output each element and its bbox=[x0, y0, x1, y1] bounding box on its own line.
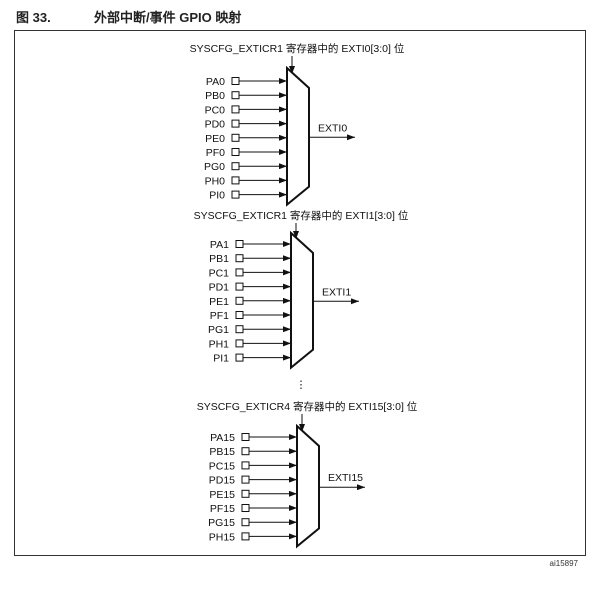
pin-box bbox=[231, 176, 240, 185]
input-pin-label: PE1 bbox=[209, 296, 229, 308]
output-label: EXTI1 bbox=[322, 286, 351, 298]
input-pin-label: PI0 bbox=[209, 190, 225, 202]
input-pin-label: PC15 bbox=[209, 460, 235, 472]
input-pin-label: PA1 bbox=[210, 239, 229, 251]
pin-box bbox=[235, 282, 244, 291]
pin-box bbox=[241, 504, 250, 512]
pin-box bbox=[231, 162, 240, 171]
pin-box bbox=[235, 353, 244, 362]
pin-box bbox=[231, 105, 240, 114]
figure-id: ai15897 bbox=[549, 559, 578, 568]
input-pin-label: PD0 bbox=[205, 119, 226, 131]
pin-box bbox=[235, 311, 244, 319]
input-pin-label: PE15 bbox=[209, 489, 235, 501]
multiplexer bbox=[290, 230, 314, 370]
pin-box bbox=[235, 240, 244, 248]
pin-box bbox=[235, 254, 244, 263]
input-pin-label: PG15 bbox=[208, 517, 235, 529]
pin-box bbox=[235, 325, 244, 334]
figure-caption: 外部中断/事件 GPIO 映射 bbox=[94, 10, 242, 25]
input-pin-label: PD1 bbox=[209, 282, 230, 294]
pin-box bbox=[231, 133, 240, 142]
diagram-frame bbox=[14, 30, 586, 556]
pin-box bbox=[241, 475, 250, 484]
pin-box bbox=[231, 119, 240, 128]
mux-header: SYSCFG_EXTICR4 寄存器中的 EXTI15[3:0] 位 bbox=[197, 400, 418, 413]
pin-box bbox=[231, 190, 240, 199]
pin-box bbox=[231, 148, 240, 156]
input-pin-label: PH0 bbox=[205, 175, 226, 187]
input-pin-label: PF15 bbox=[210, 503, 235, 515]
input-pin-label: PC1 bbox=[209, 267, 230, 279]
ellipsis: ⋮ bbox=[296, 379, 307, 391]
input-pin-label: PF1 bbox=[210, 310, 229, 322]
input-pin-label: PB1 bbox=[209, 253, 229, 265]
input-pin-label: PG1 bbox=[208, 324, 229, 336]
pin-box bbox=[235, 268, 244, 277]
figure-title: 图 33. 外部中断/事件 GPIO 映射 bbox=[16, 7, 241, 26]
input-pin-label: PC0 bbox=[205, 104, 226, 116]
pin-box bbox=[231, 91, 240, 100]
multiplexer bbox=[286, 65, 310, 207]
pin-box bbox=[241, 433, 250, 441]
mux-header: SYSCFG_EXTICR1 寄存器中的 EXTI0[3:0] 位 bbox=[190, 42, 405, 55]
output-label: EXTI15 bbox=[328, 472, 363, 484]
input-pin-label: PB15 bbox=[209, 446, 235, 458]
input-pin-label: PH1 bbox=[209, 338, 230, 350]
figure-number: 图 33. bbox=[16, 10, 51, 25]
input-pin-label: PA15 bbox=[210, 432, 235, 444]
multiplexer bbox=[296, 423, 320, 549]
input-pin-label: PI1 bbox=[213, 353, 229, 365]
pin-box bbox=[241, 447, 250, 456]
input-pin-label: PA0 bbox=[206, 76, 225, 88]
output-label: EXTI0 bbox=[318, 122, 347, 134]
input-pin-label: PH15 bbox=[209, 531, 235, 543]
pin-box bbox=[231, 77, 240, 85]
pin-box bbox=[241, 489, 250, 498]
pin-box bbox=[241, 461, 250, 470]
pin-box bbox=[235, 339, 244, 348]
input-pin-label: PE0 bbox=[205, 133, 225, 145]
pin-box bbox=[241, 532, 250, 541]
input-pin-label: PG0 bbox=[204, 161, 225, 173]
pin-box bbox=[241, 518, 250, 527]
input-pin-label: PD15 bbox=[209, 475, 235, 487]
input-pin-label: PF0 bbox=[206, 147, 225, 159]
pin-box bbox=[235, 296, 244, 305]
mux-header: SYSCFG_EXTICR1 寄存器中的 EXTI1[3:0] 位 bbox=[194, 209, 409, 222]
input-pin-label: PB0 bbox=[205, 90, 225, 102]
